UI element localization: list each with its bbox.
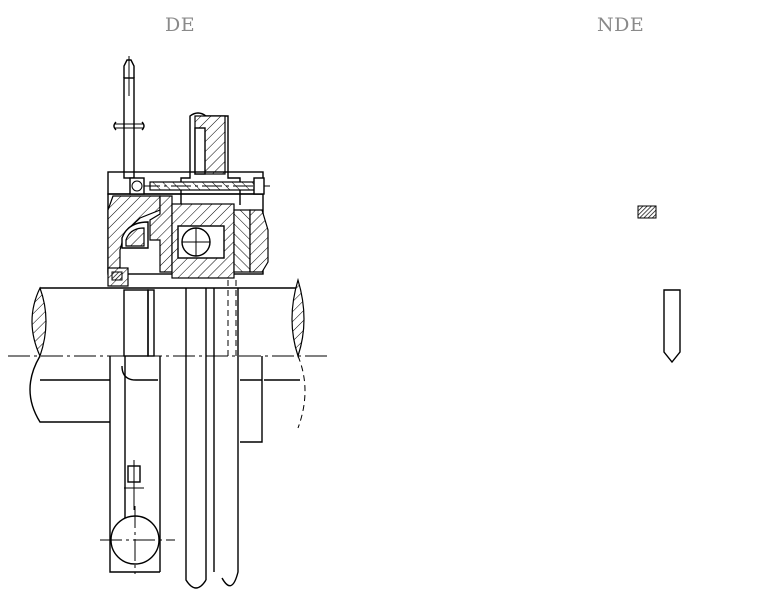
nde-shim [637, 205, 657, 219]
nde-label: NDE [597, 14, 645, 36]
de-label: DE [165, 14, 196, 36]
de-assembly [7, 55, 331, 589]
nde-pin [663, 289, 681, 364]
